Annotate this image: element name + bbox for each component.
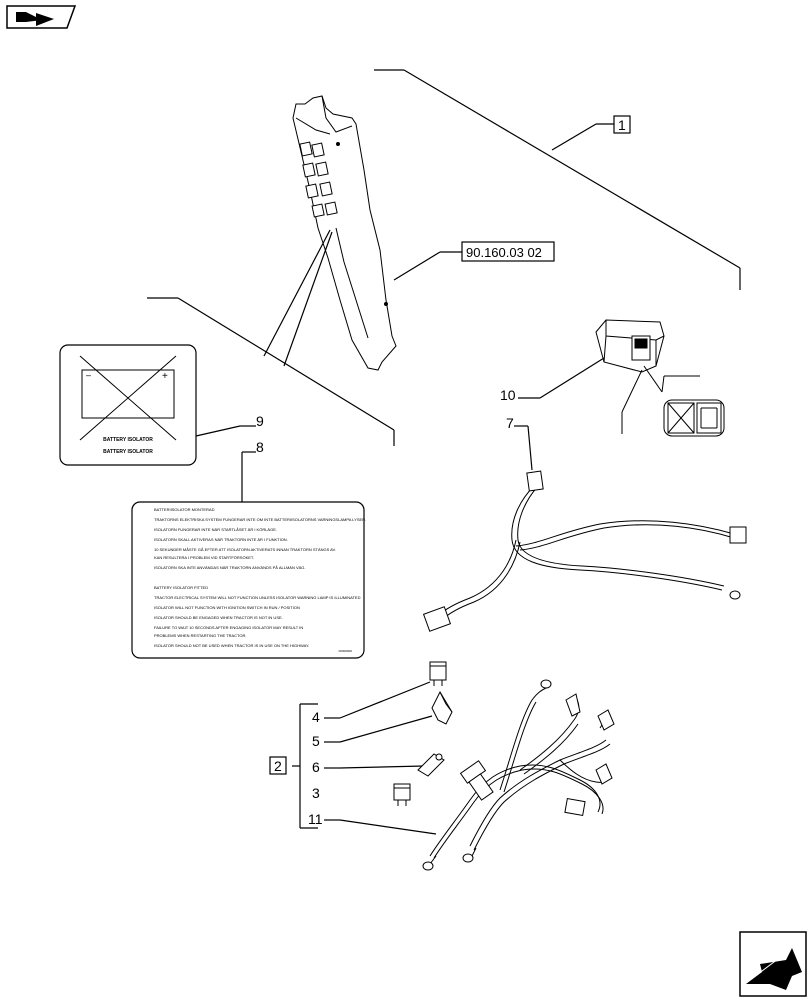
decal-8-line-9: TRACTOR ELECTRICAL SYSTEM WILL NOT FUNCT… [154, 595, 361, 600]
decal-8-line-5: 10 SEKUNDER MÅSTE GÅ EFTER ATT ISOLATORN… [154, 547, 336, 552]
callout-1-label: 1 [618, 117, 626, 133]
decal-8-line-2: TRAKTORNS ELEKTRISKA SYSTEM FUNGERAR INT… [154, 517, 366, 522]
decal-8-line-11: ISOLATOR SHOULD BE ENGAGED WHEN TRACTOR … [154, 615, 283, 620]
callout-4-label: 4 [312, 709, 320, 725]
switch-symbol-icon [663, 399, 725, 437]
callout-6-label: 6 [312, 759, 320, 775]
callout-2-label: 2 [274, 758, 282, 774]
decal-8-line-10: ISOLATOR WILL NOT FUNCTION WITH IGNITION… [154, 605, 300, 610]
decal-8-line-8: BATTERY ISOLATOR FITTED [154, 585, 208, 590]
panel-leaders [263, 229, 462, 367]
decal-9-line-1: BATTERY ISOLATOR [103, 437, 153, 443]
callout-2[interactable]: 2 [269, 756, 287, 775]
callout-9-label: 9 [256, 413, 264, 429]
callout-3-label: 3 [312, 785, 320, 801]
battery-minus-sign: – [86, 370, 91, 380]
decal-8-line-6: KAN RESULTERA I PROBLEM VID STARTFÖRSÖKE… [154, 555, 254, 560]
callout-3[interactable]: 3 [312, 785, 320, 801]
callout-7[interactable]: 7 [506, 415, 533, 471]
fuse-holder-item-6 [417, 753, 445, 777]
cab-pillar-panel [292, 95, 397, 371]
callout-4[interactable]: 4 [312, 681, 431, 725]
next-page-arrow-icon[interactable] [739, 931, 807, 997]
harness-11-connectors [422, 679, 615, 871]
callout-5[interactable]: 5 [312, 715, 433, 749]
decal-8-part-no: 00000000 [339, 649, 353, 653]
decal-9: – + BATTERY ISOLATOR BATTERY ISOLATOR [59, 344, 197, 466]
prev-page-arrow-icon[interactable] [6, 5, 77, 29]
callout-10-label: 10 [500, 387, 516, 403]
relay-item-4 [429, 661, 447, 686]
callout-8[interactable]: 8 [241, 439, 264, 502]
bracket-item-5 [431, 690, 453, 725]
callout-5-label: 5 [312, 733, 320, 749]
decal-9-line-2: BATTERY ISOLATOR [103, 449, 153, 455]
callout-8-label: 8 [256, 439, 264, 455]
callout-2-bracket [292, 703, 318, 829]
decal-8-line-1: BATTERIISOLATOR MONTERAD [154, 507, 215, 512]
group-1-leaders [147, 69, 741, 446]
decal-8-line-3: ISOLATORN FUNGERAR INTE NÄR STARTLÅSET Ä… [154, 527, 277, 532]
decal-8-line-13: PROBLEMS WHEN RESTARTING THE TRACTOR. [154, 633, 247, 638]
decal-8-line-4: ISOLATORN SKALL AKTIVERAS NÄR TRAKTORN I… [154, 537, 288, 542]
decal-8: BATTERIISOLATOR MONTERAD TRAKTORNS ELEKT… [131, 501, 366, 659]
wiring-harness-7 [422, 470, 747, 632]
callout-11[interactable]: 11 [308, 811, 437, 835]
decal-8-line-14: ISOLATOR SHOULD NOT BE USED WHEN TRACTOR… [154, 643, 309, 648]
reference-callout[interactable]: 90.160.03 02 [461, 241, 555, 262]
decal-8-line-12: FAILURE TO WAIT 10 SECONDS AFTER ENGAGIN… [154, 625, 303, 630]
battery-plus-sign: + [162, 371, 168, 382]
callout-1[interactable]: 1 [613, 115, 631, 134]
callout-11-label: 11 [308, 811, 323, 827]
relay-item-3 [393, 783, 411, 806]
callout-7-label: 7 [506, 415, 514, 431]
callout-10[interactable]: 10 [500, 357, 605, 403]
callout-9[interactable]: 9 [195, 413, 264, 437]
decal-8-line-7: ISOLATORN SKA INTE ANVÄNDAS NÄR TRAKTORN… [154, 565, 306, 570]
reference-label: 90.160.03 02 [466, 245, 542, 260]
rocker-switch [595, 319, 700, 434]
wiring-harness-11 [429, 687, 611, 865]
callout-6[interactable]: 6 [312, 759, 425, 775]
